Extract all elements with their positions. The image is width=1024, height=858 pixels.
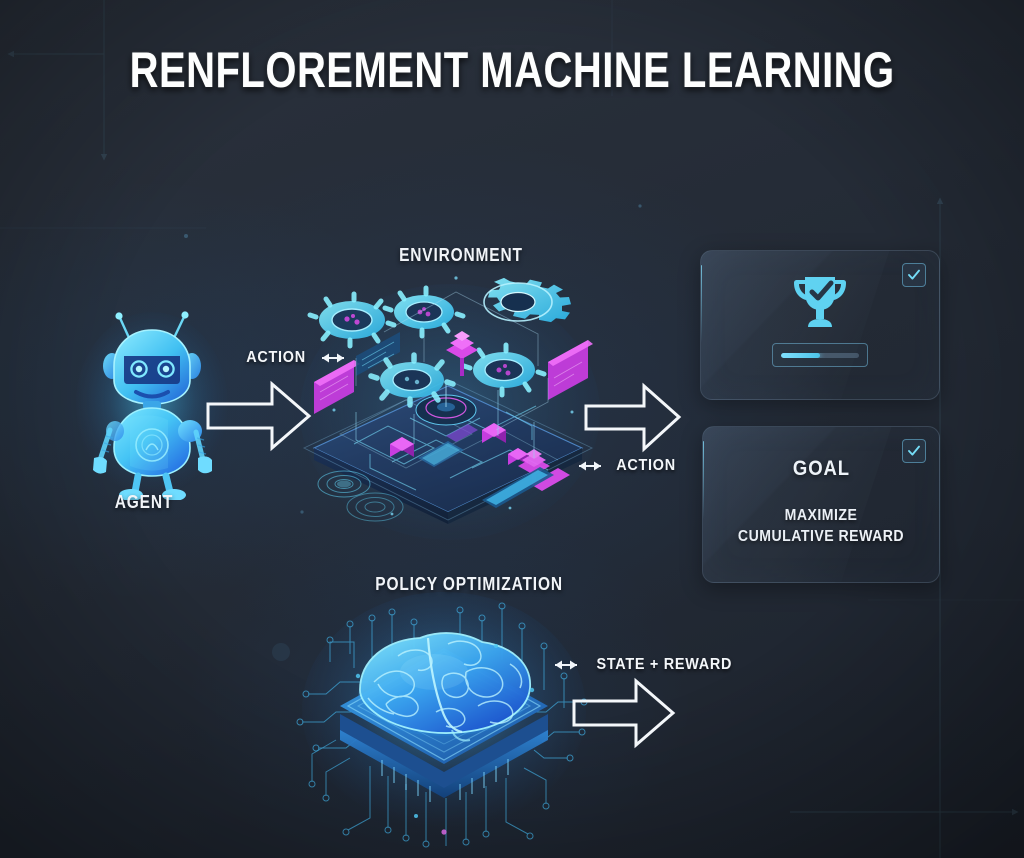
reward-card-checkbox[interactable] — [902, 263, 926, 287]
goal-subtitle-line1: MAXIMIZE — [784, 507, 858, 524]
goal-subtitle-line2: CUMULATIVE REWARD — [737, 528, 905, 545]
check-icon — [908, 445, 920, 456]
double-arrow-icon — [579, 461, 601, 471]
goal-title: GOAL — [792, 457, 850, 480]
goal-subtitle: MAXIMIZE CUMULATIVE REWARD — [703, 505, 939, 547]
action-top-text: ACTION — [246, 349, 306, 366]
reward-progress-container — [701, 343, 939, 367]
environment-label: ENVIRONMENT — [399, 245, 523, 265]
page-title: RENFLOREMENT MACHINE LEARNING — [129, 42, 895, 98]
progress-fill — [781, 352, 820, 358]
check-icon — [908, 269, 920, 280]
double-arrow-icon — [555, 660, 577, 670]
reward-card[interactable] — [700, 250, 940, 400]
goal-card[interactable]: GOAL MAXIMIZE CUMULATIVE REWARD — [702, 426, 940, 583]
reward-progress-bar[interactable] — [772, 343, 868, 367]
policy-brain-chip-illustration — [296, 590, 592, 848]
connector-label-action-top: ACTION — [243, 349, 352, 367]
state-reward-text: STATE + REWARD — [596, 656, 733, 673]
progress-track — [781, 352, 859, 358]
connector-label-action-right: ACTION — [571, 457, 680, 475]
goal-card-checkbox[interactable] — [902, 439, 926, 463]
double-arrow-icon — [321, 353, 344, 363]
connector-label-state-reward: STATE + REWARD — [547, 656, 740, 674]
trophy-icon-container — [701, 273, 939, 331]
trophy-icon — [794, 277, 846, 327]
action-right-text: ACTION — [616, 457, 677, 474]
flow-arrow-environment-to-reward — [584, 381, 682, 460]
policy-label: POLICY OPTIMIZATION — [375, 574, 563, 594]
agent-label: AGENT — [114, 492, 174, 512]
environment-illustration — [296, 262, 604, 540]
flow-arrow-policy-to-goal — [572, 675, 676, 756]
flow-arrow-agent-to-environment — [206, 378, 312, 459]
